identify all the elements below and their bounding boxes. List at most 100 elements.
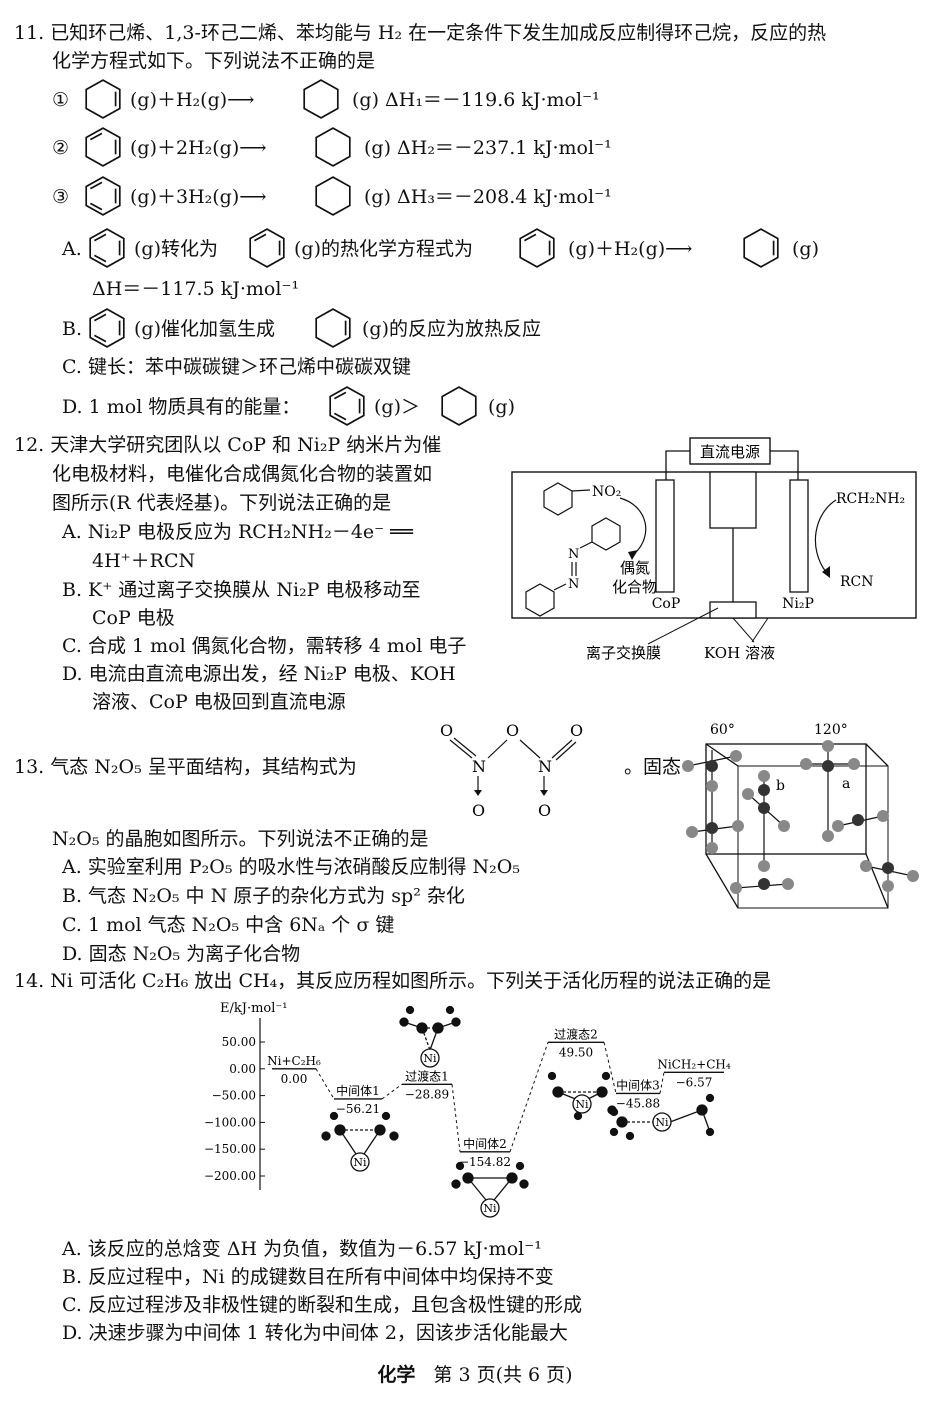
label-a: a bbox=[842, 776, 850, 792]
q11-option-b-text1: (g)催化加氢生成 bbox=[134, 318, 275, 340]
q11-stem-line1: 11. 已知环己烯、1,3-环己二烯、苯均能与 H₂ 在一定条件下发生加成反应制… bbox=[14, 22, 827, 44]
y-tick-label: −150.00 bbox=[204, 1142, 256, 1156]
q11-option-a-text1: (g)转化为 bbox=[134, 238, 218, 260]
eq3-enthalpy: (g) ΔH₃＝－208.4 kJ·mol⁻¹ bbox=[364, 186, 612, 208]
n2o5-unit-cell-diagram: 60° 120° b a bbox=[682, 722, 919, 909]
cyclohexane-icon bbox=[312, 175, 354, 217]
q12-stem-line1: 12. 天津大学研究团队以 CoP 和 Ni₂P 纳米片为催 bbox=[14, 434, 442, 456]
koh-label: KOH 溶液 bbox=[704, 644, 775, 662]
molecule-sketches bbox=[321, 1005, 715, 1218]
amine-label: RCH₂NH₂ bbox=[836, 491, 905, 507]
rcn-label: RCN bbox=[840, 574, 874, 590]
state-label: Ni+C₂H₆ bbox=[267, 1054, 321, 1068]
q14-option-c: C. 反应过程涉及非极性键的断裂和生成，且包含极性键的形成 bbox=[62, 1294, 582, 1316]
angle-60-label: 60° bbox=[710, 722, 735, 738]
cyclohexane-icon bbox=[300, 78, 342, 120]
q13-option-c: C. 1 mol 气态 N₂O₅ 中含 6Nₐ 个 σ 键 bbox=[62, 914, 395, 936]
azo-nitrogen-2: N bbox=[568, 577, 579, 592]
benzene-icon bbox=[86, 307, 128, 349]
eq3-number: ③ bbox=[52, 186, 70, 208]
q12-option-d-line2: 溶液、CoP 电极回到直流电源 bbox=[92, 691, 346, 713]
q12-stem-line3: 图所示(R 代表烃基)。下列说法正确的是 bbox=[52, 492, 392, 514]
benzene-icon bbox=[326, 385, 368, 427]
eq2-middle: (g)＋2H₂(g)⟶ bbox=[130, 137, 267, 159]
state-label: 过渡态1 bbox=[405, 1068, 449, 1083]
ni-atom-label: Ni bbox=[483, 1202, 497, 1215]
ni-atom-label: Ni bbox=[423, 1052, 437, 1065]
state-value: 49.50 bbox=[559, 1045, 593, 1059]
oxygen-atom: O bbox=[440, 721, 453, 740]
energy-connector bbox=[509, 1042, 549, 1152]
state-value: −6.57 bbox=[676, 1075, 713, 1089]
q13-stem-line2: N₂O₅ 的晶胞如图所示。下列说法不正确的是 bbox=[52, 828, 429, 850]
state-value: −28.89 bbox=[405, 1087, 449, 1101]
q11-stem-line2: 化学方程式如下。下列说法不正确的是 bbox=[52, 50, 376, 72]
membrane-label: 离子交换膜 bbox=[586, 644, 661, 662]
membrane-top bbox=[709, 471, 757, 529]
azo-compound-label-2: 化合物 bbox=[612, 578, 657, 596]
q11-option-d-text3: (g) bbox=[488, 396, 515, 418]
footer-subject: 化学 bbox=[377, 1364, 416, 1386]
y-tick-label: −50.00 bbox=[212, 1089, 256, 1103]
eq3-middle: (g)＋3H₂(g)⟶ bbox=[130, 186, 267, 208]
nitrogen-atom: N bbox=[538, 757, 552, 776]
power-source-label: 直流电源 bbox=[700, 443, 760, 461]
membrane-bottom bbox=[709, 601, 757, 619]
benzene-icon bbox=[86, 227, 128, 269]
azo-compound-label-1: 偶氮 bbox=[620, 559, 650, 577]
energy-connector bbox=[451, 1084, 461, 1152]
cyclohexane-icon bbox=[312, 126, 354, 168]
oxygen-atom: O bbox=[538, 801, 551, 820]
state-value: −154.82 bbox=[459, 1155, 511, 1169]
ni2p-label: Ni₂P bbox=[782, 596, 814, 612]
q11-option-d-text2: (g)＞ bbox=[374, 396, 420, 418]
state-value: 0.00 bbox=[281, 1072, 308, 1086]
ni2p-electrode bbox=[789, 479, 809, 593]
q11-option-b-label: B. bbox=[62, 318, 83, 340]
q11-option-c: C. 键长：苯中碳碳键＞环己烯中碳碳双键 bbox=[62, 356, 411, 378]
oxygen-atom: O bbox=[570, 721, 583, 740]
state-label: NiCH₂+CH₄ bbox=[657, 1057, 730, 1071]
cop-label: CoP bbox=[652, 596, 681, 612]
eq2-enthalpy: (g) ΔH₂＝－237.1 kJ·mol⁻¹ bbox=[364, 137, 612, 159]
q14-option-d: D. 决速步骤为中间体 1 转化为中间体 2，因该步活化能最大 bbox=[62, 1322, 568, 1344]
y-axis-label: E/kJ·mol⁻¹ bbox=[220, 1001, 287, 1016]
q13-stem-line1: 13. 气态 N₂O₅ 呈平面结构，其结构式为 bbox=[14, 756, 357, 778]
ni-atom-label: Ni bbox=[655, 1116, 669, 1129]
angle-120-label: 120° bbox=[814, 722, 848, 738]
cyclohexadiene-icon bbox=[82, 126, 124, 168]
q12-option-d-line1: D. 电流由直流电源出发，经 Ni₂P 电极、KOH bbox=[62, 663, 456, 685]
q14-stem: 14. Ni 可活化 C₂H₆ 放出 CH₄，其反应历程如图所示。下列关于活化历… bbox=[14, 970, 772, 992]
cyclohexene-icon bbox=[312, 307, 354, 349]
label-b: b bbox=[776, 778, 785, 794]
q11-option-a-text2: (g)的热化学方程式为 bbox=[294, 238, 473, 260]
q13-stem-line1-end: 。固态 bbox=[624, 756, 682, 778]
n2o5-structure-diagram: O O O N N O O bbox=[440, 721, 583, 820]
q12-option-a-line1: A. Ni₂P 电极反应为 RCH₂NH₂－4e⁻ ══ bbox=[62, 521, 414, 543]
y-tick-label: −200.00 bbox=[204, 1169, 256, 1183]
q12-option-b-line2: CoP 电极 bbox=[92, 607, 175, 629]
eq2-number: ② bbox=[52, 137, 70, 159]
page-footer: 化学第 3 页(共 6 页) bbox=[0, 1360, 950, 1387]
cyclohexane-icon bbox=[438, 385, 480, 427]
q13-option-a: A. 实验室利用 P₂O₅ 的吸水性与浓硝酸反应制得 N₂O₅ bbox=[62, 856, 520, 878]
cyclohexene-icon bbox=[82, 78, 124, 120]
electrolysis-cell-diagram: 直流电源 CoP Ni₂P NO₂ N N 偶氮 化合物 RCH₂NH₂ RCN… bbox=[511, 437, 917, 662]
cyclohexadiene-icon bbox=[246, 227, 288, 269]
state-label: 中间体2 bbox=[463, 1136, 507, 1151]
state-value: −56.21 bbox=[336, 1102, 380, 1116]
state-value: −45.88 bbox=[616, 1096, 660, 1110]
energy-connector bbox=[659, 1072, 665, 1094]
azo-nitrogen-1: N bbox=[568, 547, 579, 562]
q13-option-d: D. 固态 N₂O₅ 为离子化合物 bbox=[62, 943, 301, 965]
q12-option-a-line2: 4H⁺＋RCN bbox=[92, 550, 196, 572]
q11-option-a-label: A. bbox=[62, 238, 82, 260]
state-label: 中间体3 bbox=[616, 1077, 660, 1092]
ni-atom-label: Ni bbox=[353, 1156, 367, 1169]
energy-connector bbox=[381, 1083, 403, 1100]
oxygen-atom: O bbox=[506, 721, 519, 740]
cyclohexene-icon bbox=[740, 227, 782, 269]
eq1-number: ① bbox=[52, 89, 70, 111]
q12-option-c: C. 合成 1 mol 偶氮化合物，需转移 4 mol 电子 bbox=[62, 635, 467, 657]
q14-option-a: A. 该反应的总焓变 ΔH 为负值，数值为－6.57 kJ·mol⁻¹ bbox=[62, 1238, 542, 1260]
